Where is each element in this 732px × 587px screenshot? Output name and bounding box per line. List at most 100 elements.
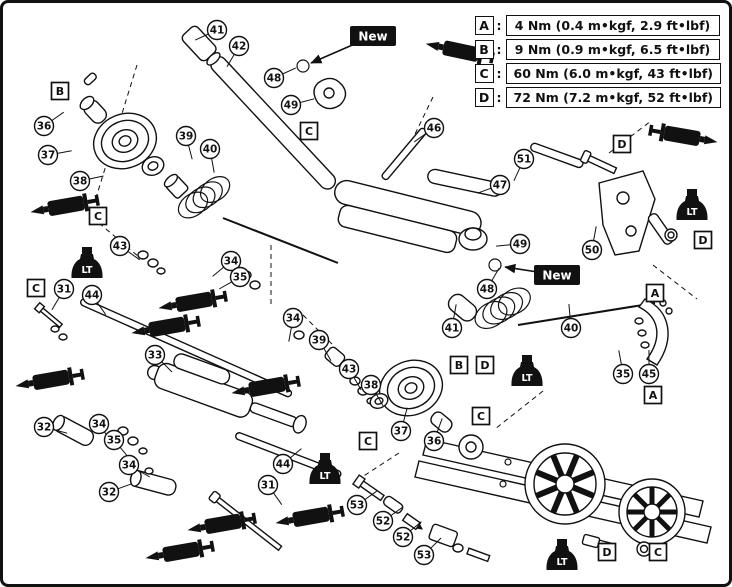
svg-text:LT: LT [687, 207, 698, 218]
svg-text:36: 36 [37, 121, 52, 133]
grease-tube [15, 367, 85, 390]
svg-text:32: 32 [37, 422, 52, 434]
torque-separator: : [496, 42, 502, 57]
svg-text:A: A [649, 389, 658, 402]
callout-52: 52 [372, 506, 403, 532]
torque-row: B: 9 Nm (0.9 m•kgf, 6.5 ft•lbf) [474, 39, 721, 60]
svg-text:39: 39 [312, 335, 327, 347]
rear-wheel-small [618, 478, 686, 546]
callout-37: 37 [390, 407, 412, 442]
svg-text:48: 48 [480, 284, 495, 296]
spec-tag-C: C [648, 542, 668, 562]
svg-text:C: C [32, 282, 40, 295]
bushing-left [163, 173, 189, 199]
suspension-bracket-right [598, 170, 678, 256]
svg-text:53: 53 [417, 550, 432, 562]
torque-key: D [474, 88, 494, 107]
pivot-arm-assembly [334, 127, 503, 272]
svg-text:New: New [358, 30, 387, 44]
spec-tag-D: D [597, 542, 617, 562]
spring-collar-right [447, 293, 478, 322]
torque-value: 4 Nm (0.4 m•kgf, 2.9 ft•lbf) [505, 15, 720, 36]
svg-text:34: 34 [224, 256, 239, 268]
callout-39: 39 [175, 125, 197, 160]
svg-text:LT: LT [320, 471, 331, 482]
circlip [296, 59, 310, 73]
callout-36: 36 [33, 111, 64, 137]
torque-value: 9 Nm (0.9 m•kgf, 6.5 ft•lbf) [505, 39, 720, 60]
torsion-spring-left [177, 176, 339, 264]
idler-pulley-center [378, 359, 444, 417]
spec-tag-B: B [50, 81, 70, 101]
svg-text:31: 31 [57, 284, 72, 296]
torque-separator: : [496, 18, 502, 33]
callout-36: 36 [423, 418, 445, 452]
svg-text:38: 38 [73, 176, 88, 188]
spec-tag-A: A [645, 283, 665, 303]
svg-text:35: 35 [233, 272, 248, 284]
svg-text:40: 40 [564, 323, 579, 335]
callout-39: 39 [308, 329, 332, 362]
loctite-bottle: LT [676, 189, 708, 220]
svg-text:46: 46 [427, 123, 442, 135]
callout-33: 33 [144, 344, 173, 373]
callout-46: 46 [414, 117, 445, 143]
small-bolt-left [33, 301, 64, 329]
callout-31: 31 [51, 278, 75, 311]
svg-text:40: 40 [203, 144, 218, 156]
svg-text:44: 44 [85, 290, 100, 302]
svg-text:41: 41 [210, 25, 225, 37]
svg-text:36: 36 [427, 436, 442, 448]
grease-tube [648, 123, 718, 146]
torque-row: C: 60 Nm (6.0 m•kgf, 43 ft•lbf) [474, 63, 721, 84]
svg-text:LT: LT [82, 265, 93, 276]
svg-text:32: 32 [102, 487, 117, 499]
callout-51: 51 [513, 148, 535, 182]
svg-text:35: 35 [616, 369, 631, 381]
collar-center [430, 411, 453, 433]
svg-text:34: 34 [286, 313, 301, 325]
svg-text:D: D [480, 359, 489, 372]
loctite-bottle: LT [511, 355, 543, 386]
callout-40: 40 [199, 138, 221, 173]
link-rod-right [530, 142, 584, 169]
svg-text:44: 44 [276, 459, 291, 471]
callout-38: 38 [69, 170, 104, 192]
svg-text:50: 50 [585, 245, 600, 257]
grease-tube [187, 511, 257, 534]
loctite-bottle: LT [309, 453, 341, 484]
idler-pulley-left [92, 112, 158, 170]
svg-text:52: 52 [396, 532, 411, 544]
new-part-tag: New [504, 263, 580, 285]
callout-43: 43 [338, 358, 362, 391]
pivot-bracket-top [313, 77, 347, 110]
bottom-fasteners [351, 474, 491, 563]
svg-text:New: New [542, 269, 571, 283]
pin [83, 72, 97, 86]
callout-48: 48 [476, 267, 500, 300]
svg-text:48: 48 [267, 73, 282, 85]
svg-text:C: C [477, 410, 485, 423]
callout-41: 41 [441, 304, 463, 339]
svg-text:B: B [455, 359, 463, 372]
svg-text:39: 39 [179, 131, 194, 143]
callout-35: 35 [103, 429, 130, 459]
torque-key: C [474, 64, 494, 83]
spec-tag-C: C [358, 431, 378, 451]
callout-41: 41 [194, 19, 228, 41]
svg-text:LT: LT [522, 373, 533, 384]
svg-text:37: 37 [41, 150, 56, 162]
svg-text:34: 34 [122, 460, 137, 472]
callout-44: 44 [272, 448, 302, 475]
spec-tag-D: D [612, 134, 632, 154]
spec-tag-C: C [88, 206, 108, 226]
callout-34: 34 [88, 413, 114, 444]
svg-text:31: 31 [261, 480, 276, 492]
new-part-tag: New [310, 26, 396, 64]
callout-40: 40 [560, 304, 582, 339]
torsion-spring-right [474, 287, 656, 330]
